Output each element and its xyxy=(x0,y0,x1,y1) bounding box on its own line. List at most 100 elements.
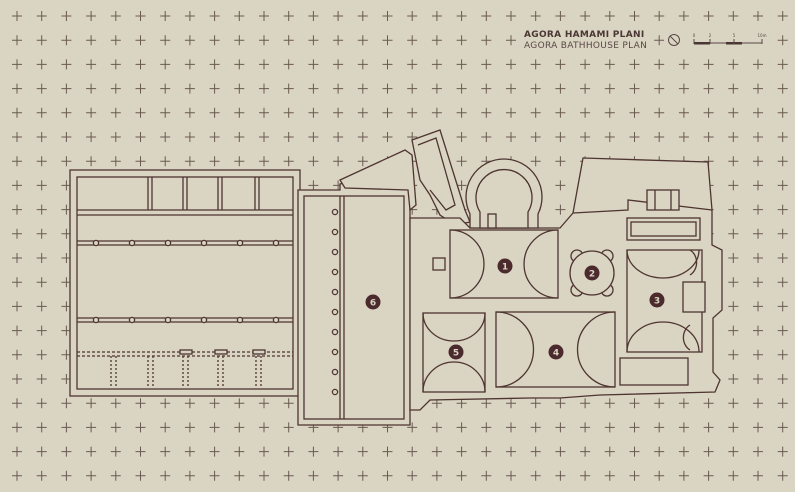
column-base xyxy=(236,239,244,247)
column-base xyxy=(331,208,339,216)
grid-cross xyxy=(456,156,467,167)
grid-cross xyxy=(184,422,195,433)
grid-cross xyxy=(382,59,393,70)
grid-cross xyxy=(308,35,319,46)
room-2 xyxy=(569,249,615,297)
grid-cross xyxy=(431,470,442,481)
grid-cross xyxy=(160,132,171,142)
grid-cross xyxy=(283,11,294,21)
grid-cross xyxy=(184,446,195,457)
column-base xyxy=(272,316,280,324)
grid-cross xyxy=(110,11,121,21)
grid-cross xyxy=(184,11,195,21)
grid-cross xyxy=(407,446,418,457)
grid-cross xyxy=(456,107,467,118)
grid-cross xyxy=(506,83,516,94)
grid-cross xyxy=(12,180,22,191)
scale-tick-label: 0 xyxy=(693,33,696,38)
grid-cross xyxy=(36,277,47,288)
grid-cross xyxy=(12,132,22,142)
grid-cross xyxy=(407,107,418,118)
grid-cross xyxy=(629,398,640,409)
grid-cross xyxy=(357,11,368,21)
grid-cross xyxy=(753,204,763,215)
grid-cross xyxy=(234,422,245,433)
grid-cross xyxy=(184,83,195,94)
grid-cross xyxy=(135,107,146,118)
grid-cross xyxy=(357,470,368,481)
grid-cross xyxy=(61,107,72,118)
scale-tick-label: 5 xyxy=(733,33,736,38)
grid-cross xyxy=(12,398,22,409)
grid-cross xyxy=(36,470,47,481)
grid-cross xyxy=(333,446,344,457)
plan-title: AGORA HAMAMI PLANI AGORA BATHHOUSE PLAN xyxy=(518,28,654,54)
grid-cross xyxy=(629,107,640,118)
grid-cross xyxy=(357,446,368,457)
grid-cross xyxy=(61,422,72,433)
grid-cross xyxy=(135,83,146,94)
grid-cross xyxy=(431,11,442,21)
grid-cross xyxy=(259,446,269,457)
room-label: 6 xyxy=(370,299,376,309)
room-marker-1: 1 xyxy=(497,258,513,274)
grid-cross xyxy=(777,11,788,21)
grid-cross xyxy=(728,325,739,336)
grid-cross xyxy=(234,470,245,481)
grid-cross xyxy=(728,59,739,70)
grid-cross xyxy=(728,277,739,288)
grid-cross xyxy=(283,107,294,118)
grid-cross xyxy=(12,253,22,263)
grid-cross xyxy=(777,59,788,70)
grid-cross xyxy=(61,11,72,21)
grid-cross xyxy=(678,59,689,70)
grid-cross xyxy=(580,422,591,433)
grid-cross xyxy=(678,11,689,21)
grid-cross xyxy=(728,422,739,433)
grid-cross xyxy=(604,470,615,481)
grid-cross xyxy=(580,446,591,457)
grid-cross xyxy=(431,422,442,433)
grid-cross xyxy=(36,204,47,215)
grid-cross xyxy=(580,470,591,481)
grid-cross xyxy=(530,156,541,167)
grid-cross xyxy=(135,156,146,167)
grid-cross xyxy=(357,35,368,46)
grid-cross xyxy=(604,11,615,21)
grid-cross xyxy=(555,156,566,167)
grid-cross xyxy=(36,156,47,167)
grid-cross xyxy=(308,59,319,70)
grid-cross xyxy=(209,107,220,118)
grid-cross xyxy=(555,446,566,457)
grid-cross xyxy=(308,11,319,21)
grid-cross xyxy=(530,470,541,481)
grid-cross xyxy=(160,156,171,167)
grid-cross xyxy=(481,59,492,70)
grid-cross xyxy=(308,132,319,142)
grid-cross xyxy=(110,35,121,46)
column-base xyxy=(331,288,339,296)
grid-cross xyxy=(209,59,220,70)
grid-cross xyxy=(308,470,319,481)
grid-cross xyxy=(456,446,467,457)
grid-cross xyxy=(703,132,714,142)
grid-cross xyxy=(456,180,467,191)
grid-cross xyxy=(456,470,467,481)
grid-cross xyxy=(407,35,418,46)
grid-cross xyxy=(604,59,615,70)
grid-cross xyxy=(333,59,344,70)
grid-cross xyxy=(259,107,269,118)
grid-cross xyxy=(678,83,689,94)
grid-cross xyxy=(12,374,22,384)
grid-cross xyxy=(728,83,739,94)
grid-cross xyxy=(777,398,788,409)
grid-cross xyxy=(184,470,195,481)
grid-cross xyxy=(555,204,566,215)
grid-cross xyxy=(530,422,541,433)
grid-cross xyxy=(777,107,788,118)
grid-cross xyxy=(12,422,22,433)
grid-cross xyxy=(728,374,739,384)
grid-cross xyxy=(678,446,689,457)
grid-cross xyxy=(36,35,47,46)
north-corridors xyxy=(339,129,471,226)
